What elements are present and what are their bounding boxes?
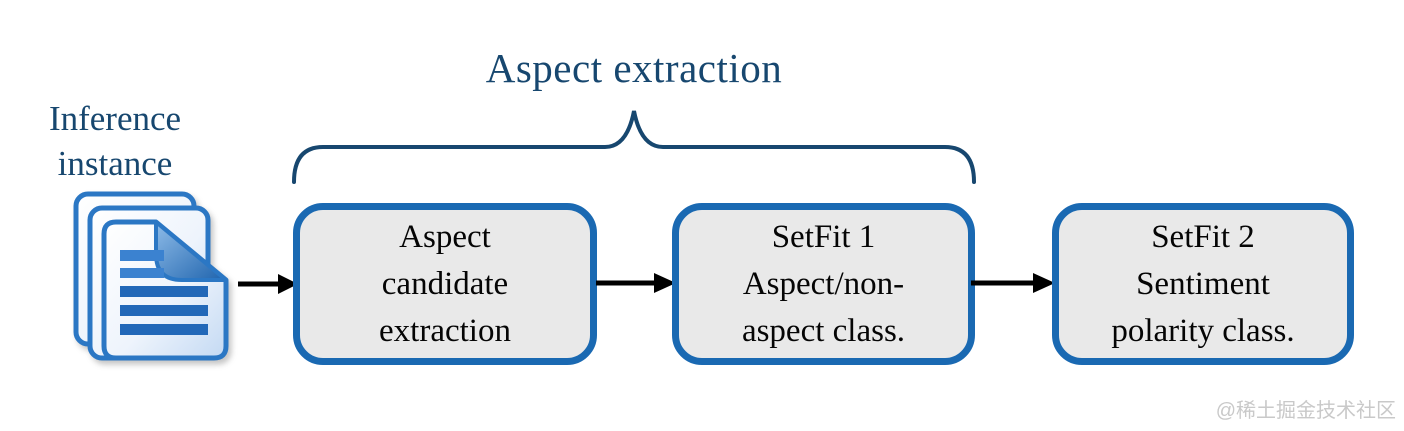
arrow-right-icon	[596, 273, 676, 293]
diagram-title: Aspect extraction	[485, 45, 783, 91]
doc-line	[120, 250, 164, 261]
arrow-right-icon	[971, 273, 1055, 293]
arrow-right-icon	[238, 274, 298, 294]
input-label-line1: Inference	[48, 99, 182, 138]
watermark: @稀土掘金技术社区	[1215, 400, 1396, 422]
box-line: Aspect/non-	[742, 265, 905, 302]
box-setfit2-sentiment-classifier: SetFit 2 Sentiment polarity class.	[1052, 203, 1354, 365]
box-aspect-candidate-extraction: Aspect candidate extraction	[293, 203, 597, 365]
box-line: candidate	[381, 265, 509, 302]
input-label-line2: instance	[57, 144, 173, 183]
box-line: Sentiment	[1136, 265, 1270, 302]
box-line: SetFit 2	[1151, 218, 1255, 255]
doc-line	[120, 268, 164, 278]
brace-icon	[292, 110, 976, 184]
box-line: Aspect	[399, 218, 491, 255]
box-setfit1-aspect-classifier: SetFit 1 Aspect/non- aspect class.	[672, 203, 975, 365]
box-line: aspect class.	[741, 312, 906, 349]
documents-stack-icon	[73, 191, 229, 361]
input-label: Inference instance	[10, 96, 220, 186]
doc-line	[120, 324, 208, 335]
box-line: SetFit 1	[771, 218, 876, 255]
doc-line	[120, 286, 208, 297]
doc-line	[120, 305, 208, 316]
box-line: extraction	[379, 312, 511, 349]
box-line: polarity class.	[1111, 312, 1295, 349]
